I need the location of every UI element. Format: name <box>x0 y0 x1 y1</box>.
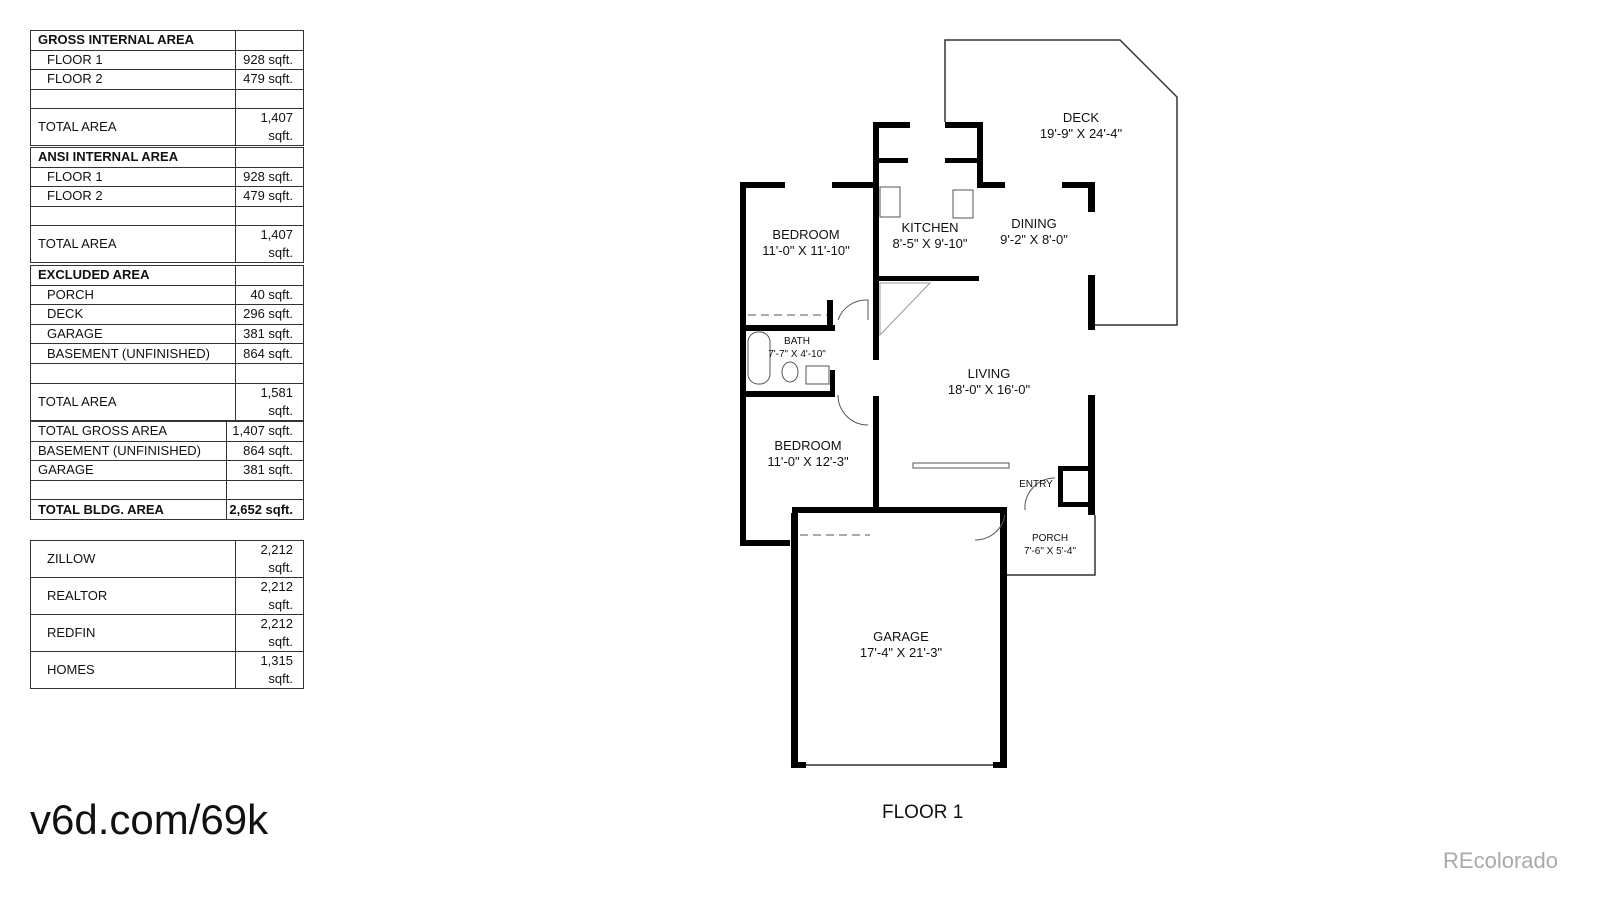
short-url: v6d.com/69k <box>30 796 269 843</box>
row-label: TOTAL AREA <box>30 225 236 264</box>
room-dims: 17'-4" X 21'-3" <box>859 645 943 660</box>
room-name: GARAGE <box>873 629 929 644</box>
row-value: 2,652 sqft. <box>226 499 304 520</box>
row-value: 2,212 sqft. <box>235 540 304 578</box>
room-label-bath: BATH 7'-7" X 4'-10" <box>768 335 826 361</box>
room-dims: 7'-7" X 4'-10" <box>768 349 826 360</box>
fixtures <box>747 186 1056 541</box>
row-value: 1,581 sqft. <box>235 382 304 421</box>
room-name: LIVING <box>967 366 1011 381</box>
row-label: REDFIN <box>30 614 236 652</box>
room-dims: 8'-5" X 9'-10" <box>892 236 968 251</box>
row-value: 381 sqft. <box>235 323 304 345</box>
row-label: ZILLOW <box>30 540 236 578</box>
table-row <box>30 205 304 227</box>
room-dims: 18'-0" X 16'-0" <box>947 382 1031 397</box>
room-dims: 7'-6" X 5'-4" <box>1023 546 1077 557</box>
row-label: TOTAL BLDG. AREA <box>30 499 227 520</box>
row-value: 1,315 sqft. <box>235 651 304 689</box>
row-value: 381 sqft. <box>226 460 304 481</box>
row-label: HOMES <box>30 651 236 689</box>
room-dims: 9'-2" X 8'-0" <box>1000 232 1068 247</box>
room-name: KITCHEN <box>901 220 959 235</box>
room-name: BATH <box>784 336 810 347</box>
table-row: BASEMENT (UNFINISHED)864 sqft. <box>30 440 304 462</box>
row-label: TOTAL AREA <box>30 108 236 147</box>
room-label-porch: PORCH 7'-6" X 5'-4" <box>1024 532 1076 558</box>
room-label-entry: ENTRY <box>1019 478 1053 491</box>
row-label: BASEMENT (UNFINISHED) <box>30 440 227 462</box>
walls <box>740 122 1095 768</box>
row-value: 1,407 sqft. <box>235 108 304 147</box>
room-name: DINING <box>1011 216 1057 231</box>
row-value: 479 sqft. <box>235 186 304 207</box>
table-row: EXCLUDED AREA <box>30 265 304 286</box>
room-name: ENTRY <box>1019 479 1053 490</box>
row-value: 1,407 sqft. <box>235 225 304 264</box>
row-value: 479 sqft. <box>235 69 304 90</box>
row-value: 296 sqft. <box>235 304 304 325</box>
floor-label: FLOOR 1 <box>882 802 964 823</box>
row-value: 40 sqft. <box>235 284 304 306</box>
room-name: BEDROOM <box>772 227 840 242</box>
table-row: GROSS INTERNAL AREA <box>30 30 304 51</box>
row-label: BASEMENT (UNFINISHED) <box>30 343 236 364</box>
room-name: DECK <box>1062 110 1100 125</box>
brand-watermark: REcolorado <box>1443 848 1558 873</box>
room-dims: 19'-9" X 24'-4" <box>1039 126 1123 141</box>
room-dims: 11'-0" X 11'-10" <box>762 243 850 258</box>
room-dims: 11'-0" X 12'-3" <box>767 454 849 469</box>
room-name: BEDROOM <box>774 438 842 453</box>
row-label: TOTAL GROSS AREA <box>30 421 227 442</box>
table-row: BASEMENT (UNFINISHED)864 sqft. <box>30 343 304 364</box>
room-name: PORCH <box>1031 533 1069 544</box>
row-value: 864 sqft. <box>226 440 304 462</box>
